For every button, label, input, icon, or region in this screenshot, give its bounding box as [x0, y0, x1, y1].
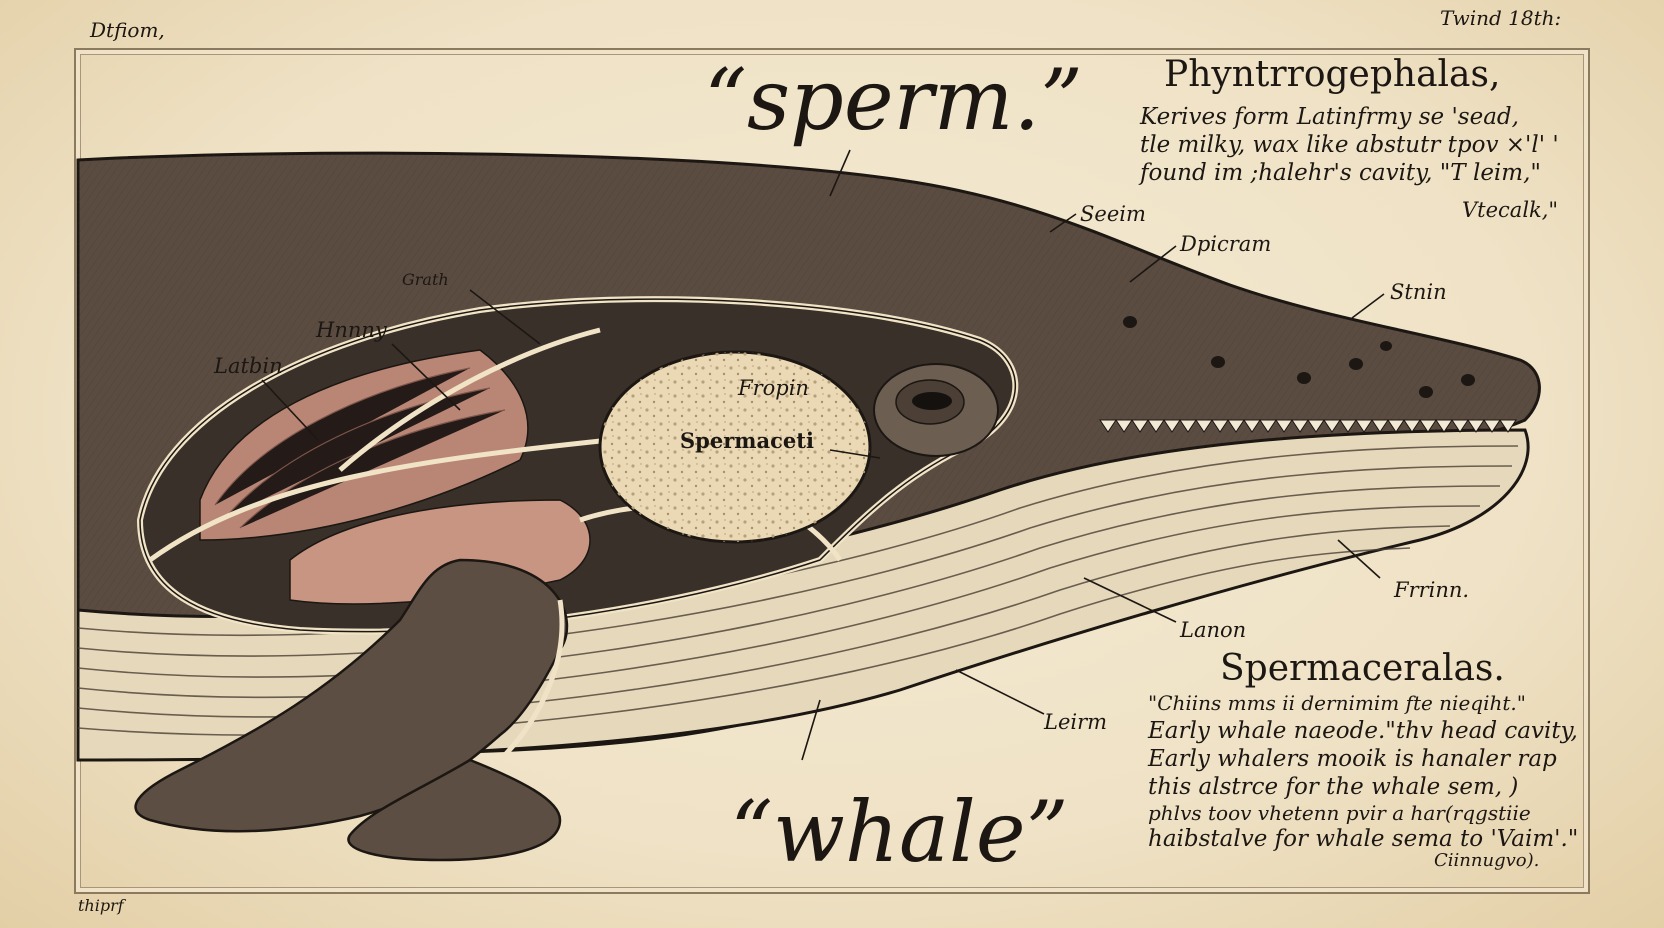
teeth	[1099, 419, 1517, 433]
label-dpicram: Dpicram	[1180, 232, 1272, 256]
label-leirm: Leirm	[1044, 710, 1108, 734]
head-spots	[1123, 316, 1475, 398]
panel-bottom-line-5: phlvs toov vhetenn pvir a har(rqgstiie	[1148, 801, 1531, 825]
label-hnnny: Hnnny	[316, 318, 387, 342]
panel-bottom-heading: Spermaceralas.	[1220, 648, 1505, 689]
panel-bottom-line-1: "Chiins mms ii dernimim fte nieqiht."	[1148, 691, 1526, 715]
panel-bottom-signature: Ciinnugvo).	[1434, 850, 1540, 871]
panel-top-heading: Phyntrrogephalas,	[1164, 54, 1501, 95]
corner-note-bottom-left: thiprf	[78, 896, 124, 915]
headline-sperm: “sperm.”	[704, 51, 1083, 149]
label-grath: Grath	[402, 270, 449, 289]
panel-bottom-line-4: this alstrce for the whale sem, )	[1148, 774, 1519, 800]
headline-whale: “whale”	[730, 783, 1069, 881]
illustration-frame	[74, 48, 1590, 894]
panel-top-line-1: Kerives form Latinfrmy se 'sead,	[1140, 104, 1519, 130]
label-frrinn: Frrinn.	[1394, 578, 1470, 602]
label-spermaceti: Spermaceti	[680, 428, 814, 453]
panel-bottom-line-2: Early whale naeode."thv head cavity,	[1148, 718, 1578, 744]
whale-eye	[873, 363, 999, 457]
label-latbin: Latbin	[214, 354, 283, 378]
lower-flipper	[347, 758, 562, 862]
panel-top-line-2: tle milky, wax like abstutr tpov ×'l' '	[1140, 132, 1559, 158]
corner-note-top-left: Dtfiom,	[90, 18, 165, 42]
corner-note-top-right: Twind 18th:	[1440, 6, 1562, 30]
label-stnin: Stnin	[1390, 280, 1447, 304]
panel-top-tail: Vtecalk,"	[1462, 198, 1559, 222]
panel-top-line-3: found im ;halehr's cavity, "T leim,"	[1140, 160, 1541, 186]
label-lanon: Lanon	[1180, 618, 1247, 642]
panel-bottom-line-6: haibstalve for whale sema to 'Vaim'."	[1148, 826, 1579, 852]
label-fropin: Fropin	[738, 376, 809, 400]
label-seeim: Seeim	[1080, 202, 1146, 226]
panel-bottom-line-3: Early whalers mooik is hanaler rap	[1148, 746, 1557, 772]
